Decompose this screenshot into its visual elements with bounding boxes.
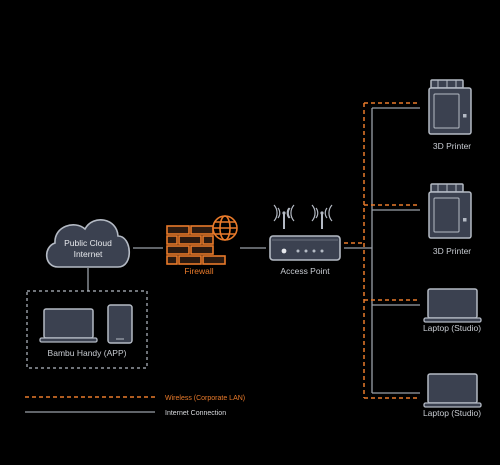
legend-item-wireless: Wireless (Corporate LAN) <box>25 395 245 402</box>
laptop-icon <box>39 308 98 343</box>
router-icon <box>269 204 341 261</box>
printer-icon <box>428 183 472 239</box>
firewall-icon <box>166 225 226 265</box>
cloud-label-line1: Public Cloud <box>64 238 112 248</box>
device-laptop-1: Laptop (Studio) <box>423 288 482 333</box>
printer-icon <box>428 79 472 135</box>
legend-item-internet: Internet Connection <box>25 410 226 417</box>
access-point-node: Access Point <box>269 204 341 276</box>
device-label: 3D Printer <box>433 141 471 151</box>
device-laptop-2: Laptop (Studio) <box>423 373 482 418</box>
handy-dashed-box <box>26 290 148 369</box>
device-label: 3D Printer <box>433 246 471 256</box>
device-label: Laptop (Studio) <box>423 323 481 333</box>
connection-lines <box>87 102 420 399</box>
legend-label-internet: Internet Connection <box>165 410 226 417</box>
access-point-label: Access Point <box>280 266 330 276</box>
device-printer-2: 3D Printer <box>428 183 472 256</box>
device-label: Laptop (Studio) <box>423 408 481 418</box>
legend-label-wireless: Wireless (Corporate LAN) <box>165 395 245 402</box>
laptop-icon <box>423 373 482 408</box>
cloud-label-line2: Internet <box>74 249 103 259</box>
handy-label: Bambu Handy (APP) <box>48 348 127 358</box>
legend: Wireless (Corporate LAN) Internet Connec… <box>25 395 245 417</box>
laptop-icon <box>423 288 482 323</box>
firewall-node: Firewall <box>166 215 238 276</box>
device-printer-1: 3D Printer <box>428 79 472 151</box>
firewall-label: Firewall <box>184 266 213 276</box>
cloud-icon <box>45 219 131 268</box>
phone-icon <box>107 304 133 344</box>
handy-node: Bambu Handy (APP) <box>26 290 148 369</box>
globe-icon <box>212 215 238 241</box>
cloud-node: Public Cloud Internet <box>45 219 131 268</box>
